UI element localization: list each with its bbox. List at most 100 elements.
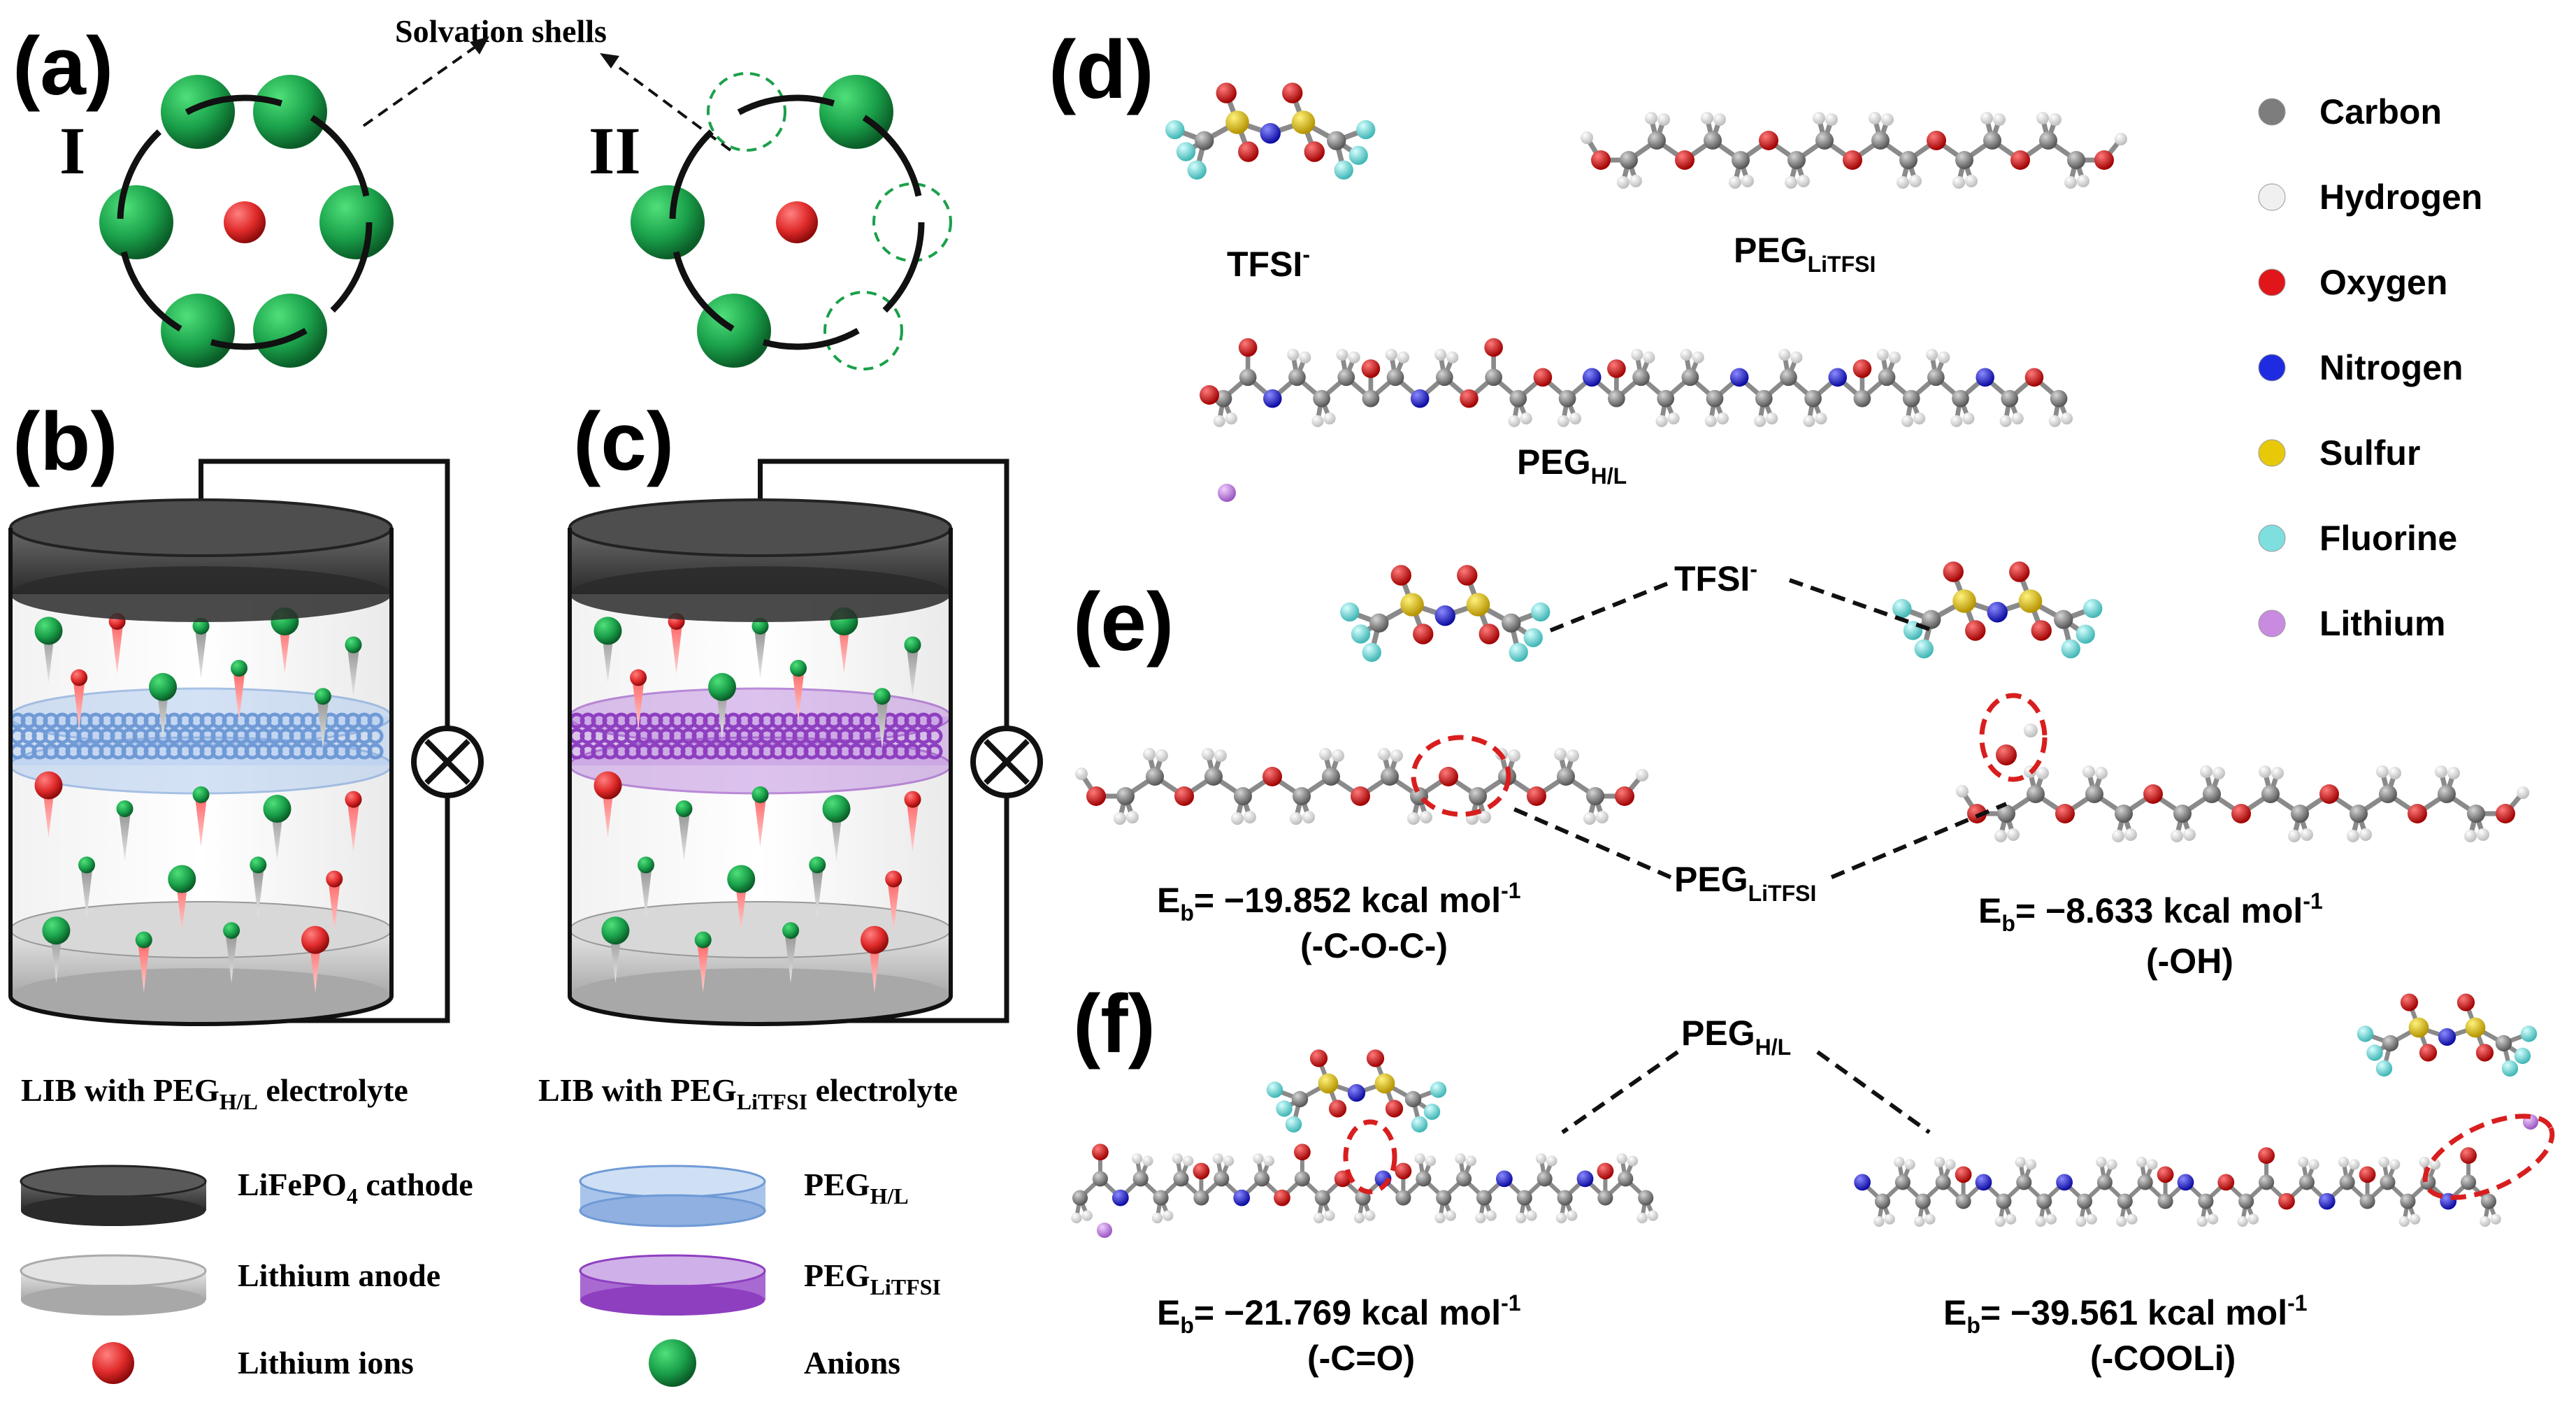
carbon-atom	[2495, 1035, 2512, 1052]
hydrogen-atom	[1790, 351, 1803, 363]
carbon-atom	[2259, 1174, 2275, 1190]
oxygen-atom	[1965, 620, 1986, 641]
hydrogen-atom	[1557, 415, 1569, 428]
carbon-atom	[1132, 1171, 1149, 1187]
hydrogen-atom	[2435, 765, 2447, 778]
hydrogen-atom	[1214, 749, 1227, 762]
hydrogen-atom	[2288, 830, 2301, 842]
eb-left-e-sub: b	[1180, 900, 1194, 925]
nitrogen-atom	[1410, 389, 1430, 408]
hydrogen-atom	[1319, 748, 1332, 761]
peg-litfsi-molecule-e-left	[1075, 748, 1649, 825]
anion-sphere	[694, 931, 712, 949]
oxygen-atom	[2010, 150, 2030, 170]
hydrogen-atom	[1434, 348, 1447, 361]
panel-a-letter: (a)	[13, 20, 113, 113]
fluorine-atom	[2501, 1060, 2519, 1077]
hydrogen-atom	[1554, 748, 1567, 761]
hydrogen-atom	[1075, 768, 1088, 780]
hydrogen-atom	[2419, 1156, 2430, 1168]
hydrogen-atom	[2183, 828, 2196, 841]
hydrogen-atom	[2480, 1216, 2491, 1227]
anion-sphere	[34, 617, 63, 645]
hydrogen-atom	[1581, 131, 1593, 144]
hydrogen-atom	[2064, 176, 2077, 189]
solvation-cone	[279, 627, 291, 674]
anion-sphere	[263, 795, 292, 823]
carbon-atom	[1386, 368, 1404, 387]
carbon-atom	[1732, 151, 1750, 169]
lithium-ion-sphere	[326, 870, 343, 888]
carbon-atom	[1871, 131, 1890, 150]
element-swatch-fluorine	[2258, 524, 2286, 552]
hydrogen-atom	[1142, 1155, 1153, 1167]
carbon-atom	[1902, 389, 1920, 408]
hydrogen-atom	[2247, 1213, 2259, 1225]
hydrogen-atom	[1766, 412, 1778, 425]
hydrogen-atom	[2060, 412, 2073, 425]
carbon-atom	[2203, 785, 2221, 803]
fluorine-atom	[1334, 160, 1353, 180]
nitrogen-atom	[1976, 368, 1994, 387]
hydrogen-atom	[2389, 767, 2401, 779]
carbon-atom	[1327, 131, 1346, 150]
anion-key-label: Anions	[804, 1345, 900, 1381]
fluorine-atom	[1362, 642, 1381, 662]
carbon-atom	[1404, 1090, 1422, 1108]
solvation-cone	[111, 627, 123, 674]
element-label-sulfur: Sulfur	[2319, 433, 2420, 473]
carbon-atom	[1395, 1190, 1411, 1206]
solvation-shell-ring	[669, 94, 925, 350]
sulfur-atom	[1466, 593, 1490, 617]
carbon-atom	[2379, 785, 2397, 803]
carbon-atom	[1369, 613, 1389, 633]
solvation-cone	[81, 870, 92, 918]
hydrogen-atom	[1253, 1153, 1264, 1165]
hydrogen-atom	[1924, 1213, 1936, 1225]
carbon-atom	[1704, 131, 1722, 150]
fluorine-atom	[1340, 602, 1360, 622]
hydrogen-atom	[1869, 112, 1881, 124]
lithium-ion-key-label: Lithium ions	[238, 1345, 414, 1381]
oxygen-atom	[1200, 385, 1219, 405]
lithium-ion-sphere	[301, 925, 329, 954]
carbon-atom	[1899, 151, 1917, 169]
carbon-atom	[2359, 1193, 2375, 1209]
hydrogen-atom	[1583, 812, 1596, 825]
carbon-atom	[2382, 1035, 2399, 1052]
eb-left-e-val: = −19.852 kcal mol	[1194, 881, 1501, 920]
cathode-key-icon	[20, 1165, 207, 1226]
connector-line	[1830, 802, 2008, 879]
solvation-cone	[226, 936, 238, 984]
hydrogen-atom	[2200, 765, 2212, 778]
hydrogen-atom	[1897, 176, 1909, 189]
hydrogen-atom	[1716, 412, 1729, 425]
hydrogen-atom	[1287, 348, 1300, 361]
tfsi-molecule-e-left	[1340, 565, 1550, 662]
hydrogen-atom	[2025, 1159, 2037, 1170]
carbon-atom	[1537, 1171, 1553, 1187]
hydrogen-atom	[1636, 1212, 1648, 1224]
hydrogen-atom	[1567, 1210, 1578, 1221]
polymer-chain	[568, 743, 943, 760]
hydrogen-atom	[2389, 1159, 2401, 1170]
carbon-atom	[2085, 785, 2103, 803]
hydrogen-atom	[2237, 1216, 2248, 1227]
carbon-atom	[1072, 1190, 1088, 1206]
anion-key-icon	[649, 1339, 696, 1387]
peg-text-e: PEG	[1674, 860, 1748, 899]
oxygen-atom	[1361, 359, 1381, 378]
carbon-atom	[2137, 1174, 2153, 1190]
caption-c-pre: LIB with PEG	[538, 1072, 737, 1108]
nitrogen-atom	[2438, 1028, 2456, 1046]
nitrogen-atom	[1729, 368, 1749, 387]
hydrogen-atom	[2116, 1216, 2127, 1227]
anion-sphere	[782, 922, 800, 939]
shell-arrow	[607, 58, 732, 152]
hydrogen-atom	[1980, 112, 1993, 124]
solvation-cone	[73, 683, 85, 730]
oxygen-atom	[2031, 620, 2052, 641]
eb-right-e-val: = −8.633 kcal mol	[2015, 891, 2303, 930]
carbon-atom	[1456, 1171, 1472, 1187]
carbon-atom	[1436, 1190, 1452, 1206]
